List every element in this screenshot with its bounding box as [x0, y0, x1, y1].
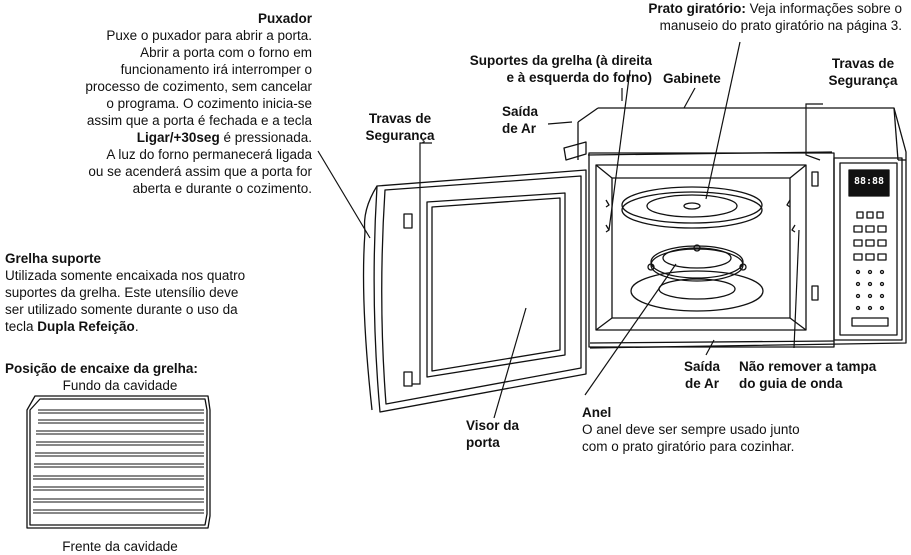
grelha-line-4-pre: tecla — [5, 319, 38, 334]
prato-line-2: manuseio do prato giratório na página 3. — [659, 18, 902, 33]
puxador-title: Puxador — [257, 11, 312, 26]
turntable — [621, 186, 763, 229]
grelha-block: Grelha suporte Utilizada somente encaixa… — [5, 250, 325, 335]
travas-left-label: Travas de Segurança — [360, 110, 440, 144]
saida-bottom-label: Saída de Ar — [672, 358, 732, 392]
puxador-block: Puxador Puxe o puxador para abrir a port… — [5, 10, 312, 197]
suportes-label: Suportes da grelha (à direita e à esquer… — [420, 52, 652, 86]
puxador-line-5: o programa. O cozimento inicia-se — [106, 96, 312, 111]
visor-line-1: Visor da — [466, 418, 520, 433]
grelha-title: Grelha suporte — [5, 251, 102, 266]
travas-right-line-1: Travas de — [831, 56, 895, 71]
nao-remover-line-2: do guia de onda — [739, 376, 843, 391]
anel-line-2: com o prato giratório para cozinhar. — [582, 439, 795, 454]
prato-line-1: Prato giratório: Veja informações sobre … — [560, 0, 902, 17]
rack-bottom-label: Frente da cavidade — [62, 539, 178, 554]
grelha-line-1: Utilizada somente encaixada nos quatro — [5, 268, 246, 283]
suportes-line-2: e à esquerda do forno) — [506, 70, 652, 85]
puxador-line-1: Puxe o puxador para abrir a porta. — [106, 28, 312, 43]
ligar-key-label: Ligar/+30seg — [136, 130, 220, 145]
control-display-digits: 88:88 — [853, 176, 885, 187]
travas-left-line-1: Travas de — [368, 111, 432, 126]
nao-remover-line-1: Não remover a tampa — [739, 359, 877, 374]
puxador-line-2: Abrir a porta com o forno em — [140, 45, 312, 60]
rack-drawing — [26, 395, 211, 529]
gabinete-label: Gabinete — [663, 71, 721, 86]
puxador-line-9: ou se acenderá assim que a porta for — [88, 164, 312, 179]
puxador-line-10: aberta e durante o cozimento. — [132, 181, 312, 196]
door-handle-top — [563, 141, 587, 161]
grelha-line-2: suportes da grelha. Este utensílio deve — [5, 285, 239, 300]
latch-holes-right — [811, 171, 819, 301]
visor-line-2: porta — [466, 435, 500, 450]
dupla-refeicao-label: Dupla Refeição — [37, 319, 135, 334]
visor-label: Visor da porta — [466, 417, 519, 451]
posicao-title: Posição de encaixe da grelha: — [5, 361, 198, 376]
saida-top-label: Saída de Ar — [502, 103, 538, 137]
prato-line-1-rest: Veja informações sobre o — [745, 1, 902, 16]
grelha-line-4-post: . — [134, 319, 139, 334]
puxador-line-3: funcionamento irá interromper o — [120, 62, 312, 77]
saida-top-line-1: Saída — [502, 104, 539, 119]
door — [362, 169, 587, 413]
suportes-line-1: Suportes da grelha (à direita — [469, 53, 652, 68]
control-panel — [833, 157, 903, 341]
saida-bottom-line-2: de Ar — [684, 376, 719, 391]
puxador-line-4: processo de cozimento, sem cancelar — [85, 79, 312, 94]
anel-title: Anel — [582, 405, 612, 420]
rack-top-label: Fundo da cavidade — [62, 378, 178, 393]
grelha-line-4: tecla Dupla Refeição. — [5, 318, 325, 335]
prato-title: Prato giratório: — [648, 1, 746, 16]
puxador-line-8: A luz do forno permanecerá ligada — [106, 147, 312, 162]
rack-supports — [605, 199, 796, 233]
saida-bottom-line-1: Saída — [683, 359, 721, 374]
ring — [630, 244, 764, 312]
puxador-line-7: Ligar/+30seg é pressionada. — [5, 129, 312, 146]
puxador-line-6: assim que a porta é fechada e a tecla — [86, 113, 312, 128]
travas-right-label: Travas de Segurança — [818, 55, 908, 89]
leader-lines — [317, 41, 823, 419]
saida-top-line-2: de Ar — [502, 121, 537, 136]
grelha-line-3: ser utilizado somente durante o uso da — [5, 302, 238, 317]
travas-left-line-2: Segurança — [365, 128, 435, 143]
travas-right-line-2: Segurança — [828, 73, 898, 88]
anel-block: Anel O anel deve ser sempre usado junto … — [582, 404, 902, 455]
anel-line-1: O anel deve ser sempre usado junto — [582, 422, 800, 437]
cabinet — [577, 107, 907, 349]
prato-block: Prato giratório: Veja informações sobre … — [560, 0, 902, 34]
nao-remover-label: Não remover a tampa do guia de onda — [739, 358, 876, 392]
puxador-line-7-rest: é pressionada. — [219, 130, 312, 145]
